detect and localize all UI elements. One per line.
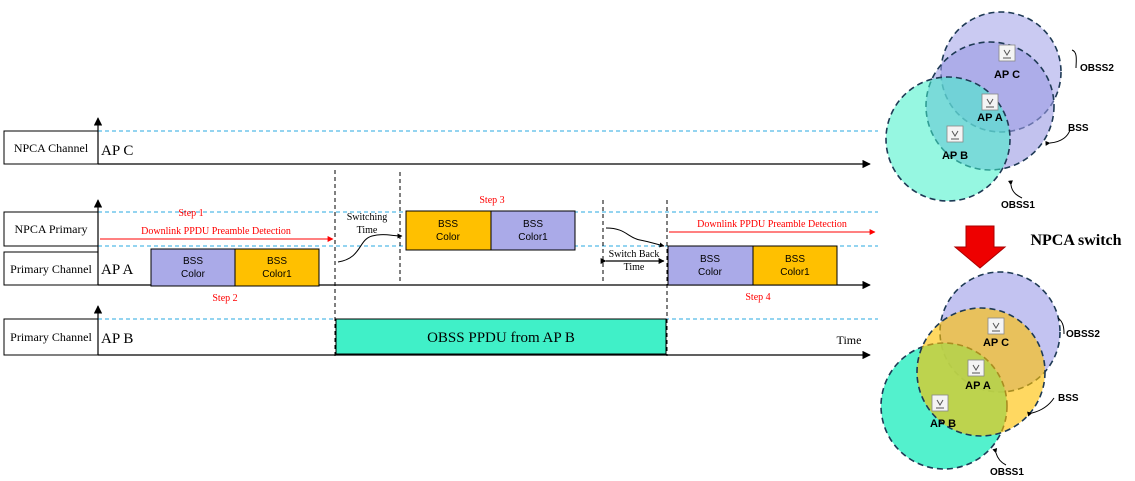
npca-switch-down-arrow (953, 225, 1007, 269)
time-axis-label: Time (837, 333, 862, 347)
venn-top-label-ap-a: AP A (977, 112, 1003, 124)
obss-ppdu-label: OBSS PPDU from AP B (427, 330, 575, 346)
bss-color-block-step3 (405, 210, 492, 251)
step-4-label: Step 4 (745, 292, 770, 303)
venn-top-label-ap-c: AP C (994, 69, 1020, 81)
bss-color-block-step2 (150, 248, 236, 287)
router-icon-top-ap-a (981, 93, 999, 111)
callout-top-obss1 (1007, 180, 1023, 199)
bss-color-block-step4 (667, 245, 754, 286)
step-2-label: Step 2 (212, 293, 237, 304)
ap-label-a: AP A (101, 262, 134, 278)
bss-color1-block-step4-line1: BSS (785, 254, 805, 265)
bss-color-block-step2-line2: Color (181, 269, 206, 280)
bss-color-block-step4-line1: BSS (700, 254, 720, 265)
detection-label-left: Downlink PPDU Preamble Detection (141, 226, 291, 237)
switching-time-label-line1: Switching (347, 212, 388, 223)
bss-color1-block-step2-line1: BSS (267, 256, 287, 267)
switch-back-label-line2: Time (624, 262, 645, 273)
router-icon-bottom-ap-a (967, 359, 985, 377)
bss-color-block-step4-line2: Color (698, 267, 723, 278)
router-icon-top-ap-b (946, 125, 964, 143)
venn-before-switch: AP C AP A AP B OBSS2 BSS OBSS1 (885, 11, 1114, 211)
venn-bottom-label-ap-b: AP B (930, 418, 956, 430)
obss-ppdu-block (335, 318, 667, 355)
step-3-label: Step 3 (479, 195, 504, 206)
callout-top-obss2 (1071, 49, 1077, 69)
row-label-npca-primary: NPCA Primary (14, 222, 87, 236)
router-icon-top-ap-c (998, 44, 1016, 62)
bss-color1-block-step4 (752, 245, 838, 286)
bss-color-block-step3-line1: BSS (438, 219, 458, 230)
row-label-primary-a: Primary Channel (10, 262, 92, 276)
ap-label-b: AP B (101, 331, 133, 347)
switching-curve-arrow (337, 233, 403, 263)
callout-bottom-obss2 (1057, 317, 1065, 335)
label-box-npca-channel (3, 130, 99, 165)
switch-back-label-line1: Switch Back (609, 249, 660, 260)
label-box-primary-b (3, 318, 99, 356)
bss-color1-block-step3-line2: Color1 (518, 232, 548, 243)
bss-color1-block-step3 (490, 210, 576, 251)
switch-back-curve-arrow (605, 227, 665, 248)
router-icon-bottom-ap-c (987, 317, 1005, 335)
row-labels (3, 130, 99, 356)
bss-color1-block-step3-line1: BSS (523, 219, 543, 230)
venn-top-label-obss1: OBSS1 (1001, 200, 1035, 211)
bss-color1-block-step2 (234, 248, 320, 287)
row-label-primary-b: Primary Channel (10, 330, 92, 344)
label-box-primary-a (3, 251, 99, 286)
callout-bottom-bss (1027, 397, 1055, 417)
venn-bottom-label-ap-a: AP A (965, 380, 991, 392)
venn-bottom-label-obss1: OBSS1 (990, 467, 1024, 478)
switching-time-label-line2: Time (357, 225, 378, 236)
venn-top-label-ap-b: AP B (942, 150, 968, 162)
npca-switch-label: NPCA switch (1030, 232, 1121, 249)
venn-bottom-label-obss2: OBSS2 (1066, 329, 1100, 340)
vertical-time-markers (334, 170, 668, 356)
detection-label-right: Downlink PPDU Preamble Detection (697, 219, 847, 230)
venn-bottom-label-ap-c: AP C (983, 337, 1009, 349)
step-1-label: Step 1 (178, 208, 203, 219)
bss-color-block-step2-line1: BSS (183, 256, 203, 267)
bss-color1-block-step4-line2: Color1 (780, 267, 810, 278)
dashed-reference-lines (98, 130, 878, 320)
bss-color1-block-step2-line2: Color1 (262, 269, 292, 280)
bss-color-block-step3-line2: Color (436, 232, 461, 243)
venn-bottom-label-bss: BSS (1058, 393, 1079, 404)
ap-label-c: AP C (101, 143, 133, 159)
callout-bottom-obss1 (992, 447, 1007, 466)
row-label-npca-channel: NPCA Channel (14, 141, 89, 155)
venn-top-label-obss2: OBSS2 (1080, 63, 1114, 74)
venn-after-switch: AP C AP A AP B OBSS2 BSS OBSS1 (880, 271, 1100, 478)
router-icon-bottom-ap-b (931, 394, 949, 412)
callout-top-bss (1045, 129, 1071, 146)
venn-top-label-bss: BSS (1068, 123, 1089, 134)
